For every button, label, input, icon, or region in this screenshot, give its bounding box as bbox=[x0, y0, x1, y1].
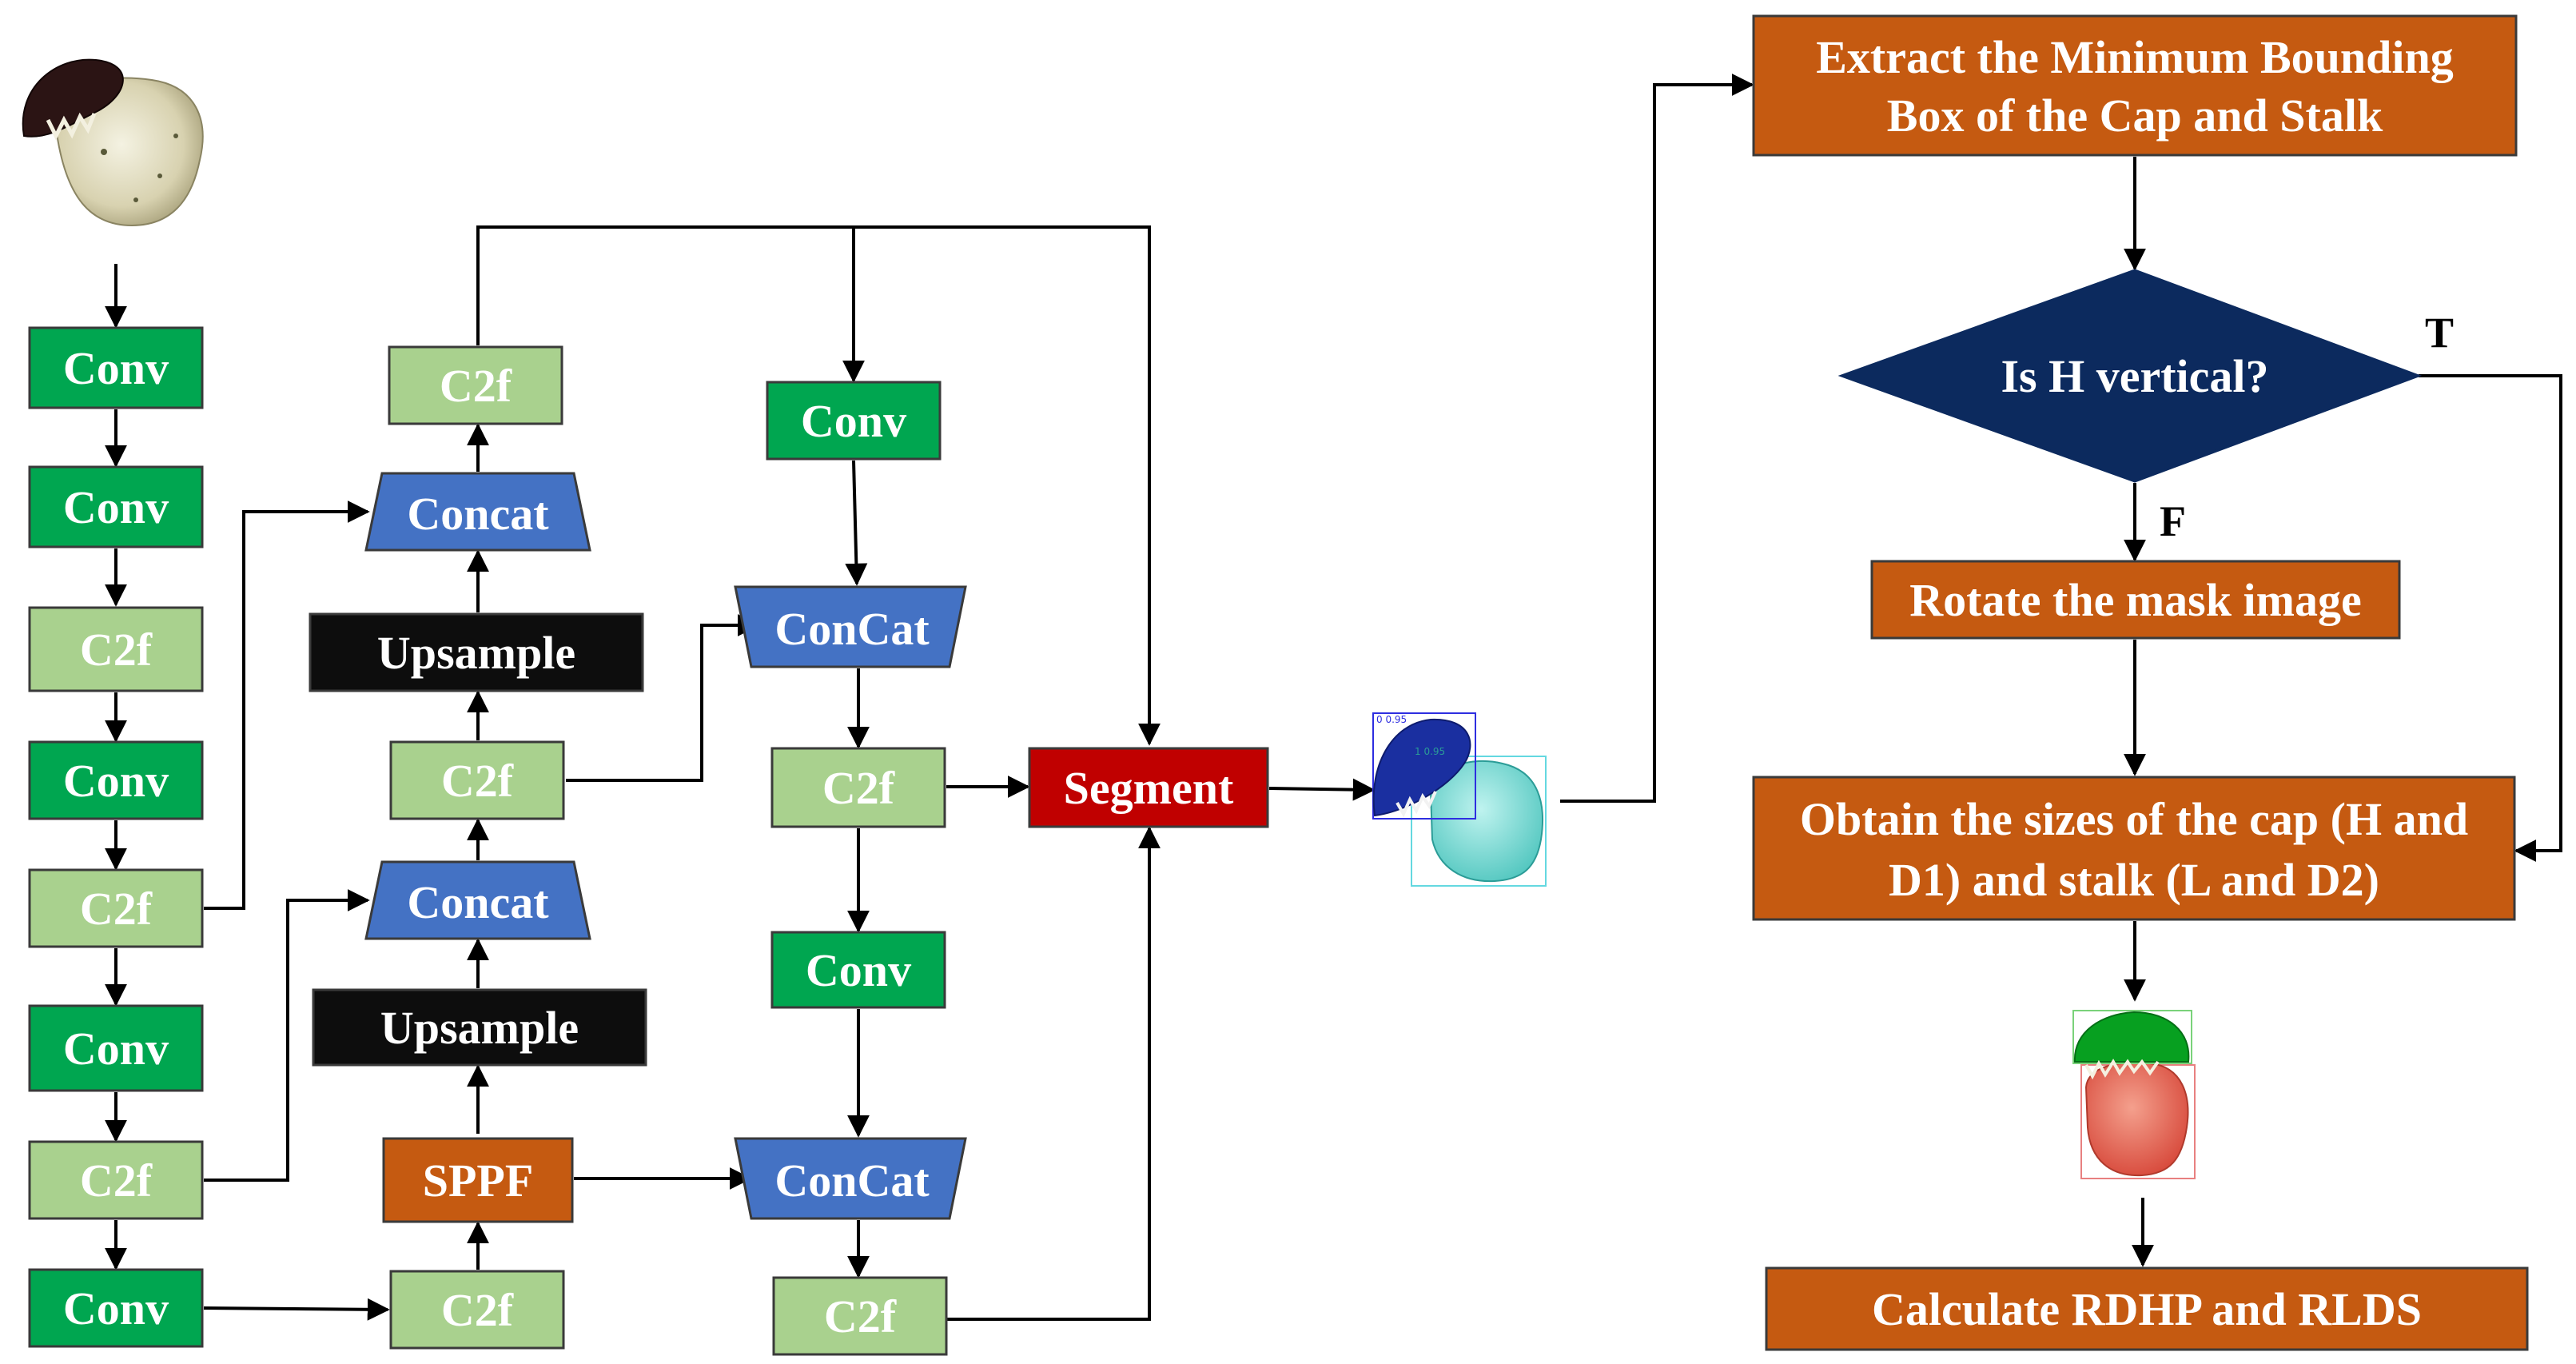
neck-c2f-bottom-label: C2f bbox=[441, 1284, 514, 1336]
head-segment: Segment bbox=[1028, 747, 1269, 828]
seg-cap-label: 0 0.95 bbox=[1376, 714, 1407, 725]
head-conv-top: Conv bbox=[766, 381, 942, 461]
flow-calculate-label: Calculate RDHP and RLDS bbox=[1872, 1283, 2422, 1335]
flow-extract-line-1: Extract the Minimum Bounding bbox=[1816, 31, 2454, 83]
head-c2f-b: C2f bbox=[772, 1276, 948, 1356]
flow-sizes-line-1: Obtain the sizes of the cap (H and bbox=[1800, 793, 2468, 845]
neck-concat-top: Concat bbox=[364, 472, 591, 552]
backbone-conv-4: Conv bbox=[28, 1004, 204, 1092]
head-column: Conv ConCat C2f Conv ConCat C2f Segment bbox=[734, 381, 1269, 1356]
measurement-flowchart: Extract the Minimum Bounding Box of the … bbox=[1752, 14, 2529, 1351]
result-mushroom-image bbox=[2072, 1010, 2196, 1179]
head-c2f-b-label: C2f bbox=[824, 1290, 897, 1342]
flow-true-label: T bbox=[2425, 309, 2454, 357]
backbone-c2f-1: C2f bbox=[28, 606, 204, 692]
neck-sppf-label: SPPF bbox=[423, 1155, 534, 1206]
flow-decision-h-vertical: Is H vertical? bbox=[1837, 269, 2423, 483]
neck-c2f-bottom: C2f bbox=[389, 1270, 565, 1350]
backbone-c2f-1-label: C2f bbox=[80, 624, 153, 676]
neck-c2f-mid: C2f bbox=[389, 740, 565, 820]
seg-stalk-label: 1 0.95 bbox=[1415, 746, 1445, 757]
flow-rotate-label: Rotate the mask image bbox=[1909, 574, 2361, 626]
neck-upsample-top: Upsample bbox=[309, 612, 644, 692]
neck-upsample-bottom: Upsample bbox=[312, 988, 647, 1067]
head-conv-b-label: Conv bbox=[806, 944, 911, 996]
backbone-conv-1: Conv bbox=[28, 326, 204, 409]
head-segment-label: Segment bbox=[1064, 762, 1234, 814]
neck-concat-mid-label: Concat bbox=[407, 876, 549, 928]
neck-sppf: SPPF bbox=[382, 1137, 574, 1223]
head-conv-top-label: Conv bbox=[801, 395, 906, 447]
flow-rotate-mask: Rotate the mask image bbox=[1870, 560, 2401, 640]
flow-false-label: F bbox=[2160, 497, 2186, 545]
head-concat-a: ConCat bbox=[734, 585, 967, 668]
backbone-conv-4-label: Conv bbox=[63, 1023, 169, 1075]
backbone-c2f-2-label: C2f bbox=[80, 883, 153, 935]
neck-upsample-bottom-label: Upsample bbox=[380, 1002, 579, 1054]
segmentation-preview-image: 0 0.95 1 0.95 bbox=[1372, 712, 1547, 887]
neck-column: C2f Concat Upsample C2f Concat Upsample … bbox=[309, 345, 647, 1350]
head-conv-b: Conv bbox=[770, 931, 946, 1009]
backbone-c2f-3-label: C2f bbox=[80, 1155, 153, 1206]
head-concat-b: ConCat bbox=[734, 1137, 967, 1220]
head-c2f-a-label: C2f bbox=[822, 762, 895, 814]
backbone-conv-3-label: Conv bbox=[63, 755, 169, 807]
backbone-c2f-2: C2f bbox=[28, 868, 204, 948]
neck-upsample-top-label: Upsample bbox=[377, 627, 575, 679]
flow-obtain-sizes: Obtain the sizes of the cap (H and D1) a… bbox=[1752, 776, 2516, 921]
connections bbox=[105, 74, 2562, 1321]
neck-c2f-top: C2f bbox=[388, 345, 563, 425]
neck-concat-mid: Concat bbox=[364, 860, 591, 940]
backbone-conv-2-label: Conv bbox=[63, 481, 169, 533]
backbone-conv-3: Conv bbox=[28, 740, 204, 820]
input-mushroom-image bbox=[22, 58, 204, 227]
flow-calculate: Calculate RDHP and RLDS bbox=[1765, 1266, 2529, 1351]
neck-concat-top-label: Concat bbox=[407, 488, 549, 540]
head-concat-a-label: ConCat bbox=[774, 603, 930, 655]
backbone-c2f-3: C2f bbox=[28, 1140, 204, 1220]
head-c2f-a: C2f bbox=[770, 747, 946, 828]
backbone-conv-2: Conv bbox=[28, 465, 204, 548]
backbone-conv-1-label: Conv bbox=[63, 342, 169, 394]
neck-c2f-mid-label: C2f bbox=[441, 755, 514, 807]
flow-decision-label: Is H vertical? bbox=[2001, 350, 2268, 402]
flow-extract-bounding-box: Extract the Minimum Bounding Box of the … bbox=[1752, 14, 2518, 157]
flow-extract-line-2: Box of the Cap and Stalk bbox=[1887, 90, 2383, 142]
flow-sizes-line-2: D1) and stalk (L and D2) bbox=[1889, 854, 2379, 906]
head-concat-b-label: ConCat bbox=[774, 1155, 930, 1206]
neck-c2f-top-label: C2f bbox=[440, 360, 512, 412]
backbone-column: Conv Conv C2f Conv C2f Conv C2f Conv bbox=[28, 326, 204, 1348]
backbone-conv-5-label: Conv bbox=[63, 1282, 169, 1334]
backbone-conv-5: Conv bbox=[28, 1268, 204, 1348]
